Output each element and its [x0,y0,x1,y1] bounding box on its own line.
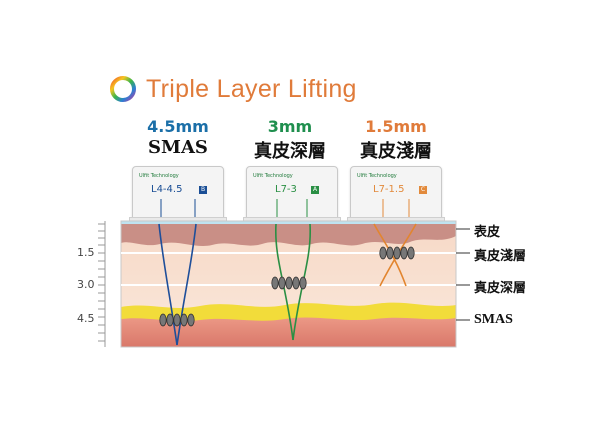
cartridge-lines-icon [160,199,196,217]
scale-ticks [98,223,105,342]
beam-smas-left [158,223,178,346]
cartridge-badge: A [311,186,319,194]
depth-text: 3mm [267,117,313,136]
beam-deep-dermis-right [292,223,312,341]
cartridge-brand: Ulfit Technology [253,173,293,179]
layer-label-shallow-dermis: 真皮淺層 [360,141,432,162]
cartridge-badge: C [419,186,427,194]
scale-label-4-5: 4.5 [77,312,95,325]
title-row: Triple Layer Lifting [108,72,357,106]
depth-label-smas: 4.5mm [128,117,228,136]
beam-smas-right [176,223,197,346]
scale-label-3-0: 3.0 [77,278,95,291]
layer-label-smas: SMAS [148,137,208,158]
leader-lines [456,228,470,321]
label-shallow-dermis: 真皮淺層 [474,249,527,264]
depth-label-shallow-dermis: 1.5mm [346,117,446,136]
depth-text: 4.5mm [147,117,209,136]
label-epidermis: 表皮 [474,225,501,240]
cartridge-model: L7-1.5 [373,184,405,195]
cartridge-brand: Ulfit Technology [139,173,179,179]
depth-label-deep-dermis: 3mm [240,117,340,136]
cartridge-model: L7-3 [275,184,297,195]
smas-layer [121,310,456,347]
focal-points-smas [159,313,195,327]
cartridge-brand: Ulfit Technology [357,173,397,179]
cartridge-lines-icon [276,199,308,217]
epidermis-layer [121,223,456,246]
beam-deep-dermis-left [274,223,294,341]
focal-points-shallow-dermis [379,246,415,260]
surface-line [121,221,456,224]
cartridge-badge: B [199,186,207,194]
page-title: Triple Layer Lifting [146,74,357,103]
label-deep-dermis: 真皮深層 [474,281,527,296]
layer-label-deep-dermis: 真皮深層 [254,141,326,162]
label-smas: SMAS [474,312,513,327]
rainbow-ring-icon [110,76,136,102]
focal-points-deep-dermis [271,276,307,290]
depth-text: 1.5mm [365,117,427,136]
cartridge-model: L4-4.5 [151,184,183,195]
scale-label-1-5: 1.5 [77,246,95,259]
cartridge-lines-icon [382,199,410,217]
